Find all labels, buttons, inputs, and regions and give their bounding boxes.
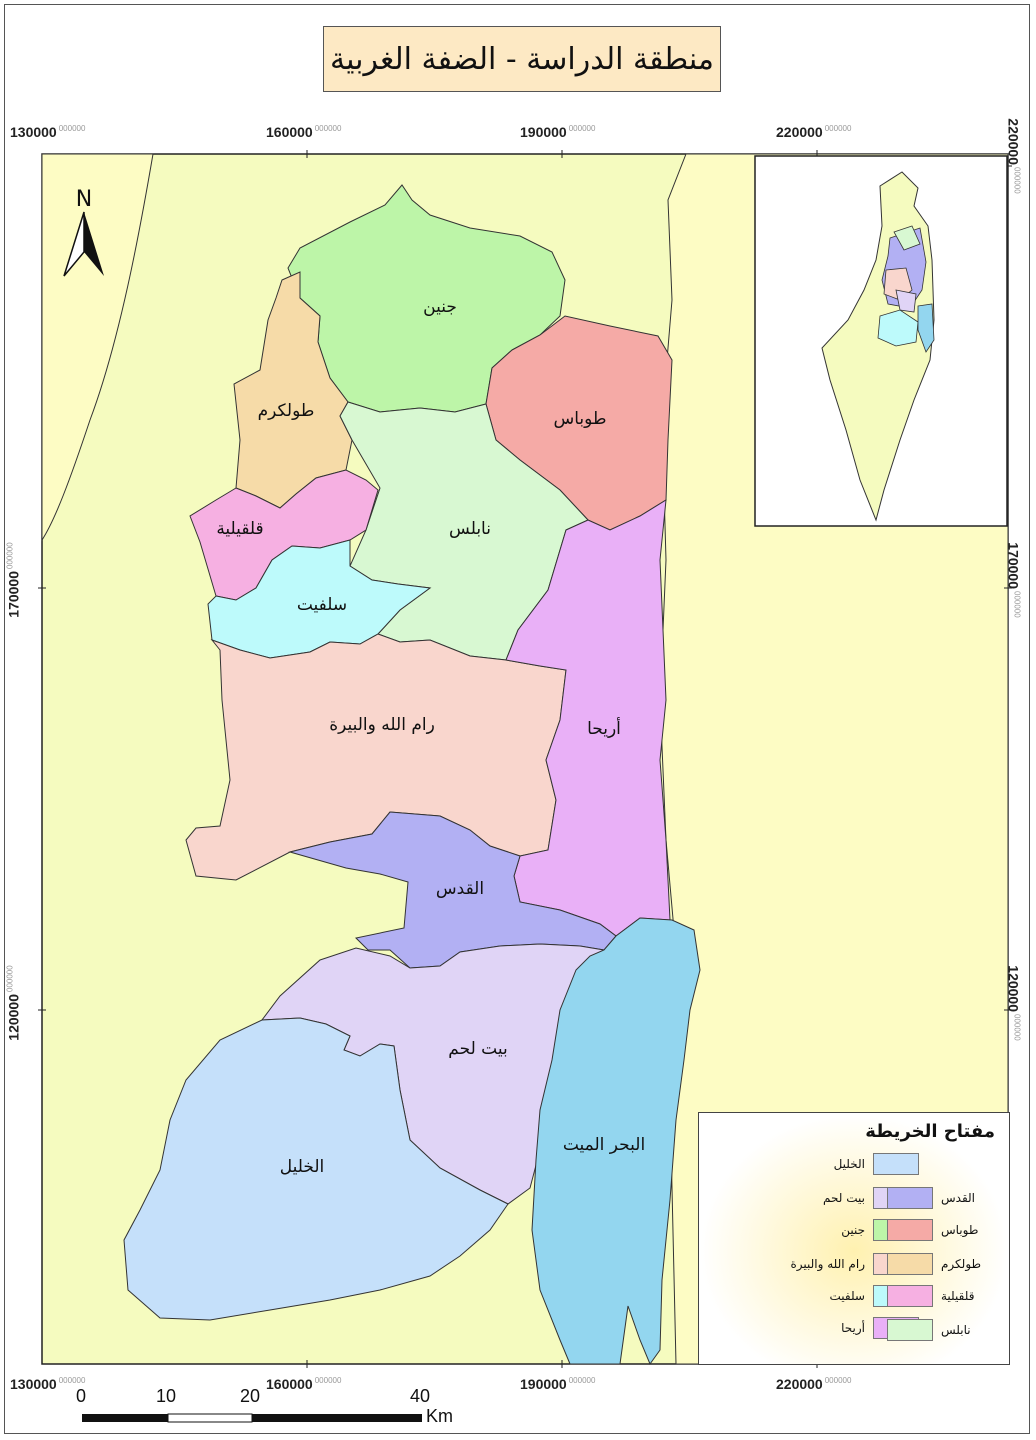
- legend-swatch: [873, 1153, 919, 1175]
- sea-strip-left: [41, 153, 154, 542]
- label-jenin: جنين: [423, 297, 457, 317]
- label-nablus: نابلس: [449, 519, 491, 539]
- legend-swatch: [887, 1187, 933, 1209]
- legend-item-nablus: نابلس: [879, 1319, 971, 1341]
- map-legend: مفتاح الخريطة الخليل بيت لحم جنين رام ال…: [698, 1112, 1010, 1365]
- legend-swatch: [887, 1253, 933, 1275]
- label-tulkarm: طولكرم: [258, 401, 315, 421]
- legend-item-tulkarm: طولكرم: [879, 1253, 981, 1275]
- legend-title: مفتاح الخريطة: [865, 1121, 995, 1142]
- legend-item-tubas: طوباس: [879, 1219, 978, 1241]
- map-title-text: منطقة الدراسة - الضفة الغربية: [330, 41, 714, 77]
- region-dead-sea: [531, 917, 701, 1366]
- scale-label-0: 0: [76, 1386, 87, 1406]
- legend-swatch: [887, 1319, 933, 1341]
- label-bethlehem: بيت لحم: [448, 1039, 507, 1059]
- label-salfit: سلفيت: [297, 595, 347, 615]
- map-title: منطقة الدراسة - الضفة الغربية: [323, 26, 721, 92]
- label-qalqilya: قلقيلية: [216, 519, 263, 539]
- scale-label-20: 20: [240, 1386, 261, 1406]
- legend-item-jerusalem: القدس: [879, 1187, 975, 1209]
- legend-item-hebron: الخليل: [834, 1153, 919, 1175]
- legend-item-qalqilya: قلقيلية: [879, 1285, 974, 1307]
- map-frame: [4, 4, 1030, 1434]
- label-tubas: طوباس: [554, 409, 607, 429]
- scale-unit: Km: [426, 1406, 453, 1426]
- label-dead-sea: البحر الميت: [563, 1135, 645, 1155]
- label-jerusalem: القدس: [436, 879, 484, 899]
- label-hebron: الخليل: [280, 1157, 325, 1177]
- north-arrow-letter: N: [76, 187, 92, 212]
- label-jericho: أريحا: [587, 717, 621, 739]
- legend-swatch: [887, 1285, 933, 1307]
- inset-map: [754, 155, 1008, 527]
- label-ramallah: رام الله والبيرة: [329, 715, 435, 735]
- scale-label-40: 40: [410, 1386, 431, 1406]
- region-hebron: [123, 1017, 509, 1321]
- scale-label-10: 10: [156, 1386, 177, 1406]
- scale-bar: [82, 1413, 422, 1423]
- legend-swatch: [887, 1219, 933, 1241]
- north-arrow-icon: N: [63, 187, 104, 277]
